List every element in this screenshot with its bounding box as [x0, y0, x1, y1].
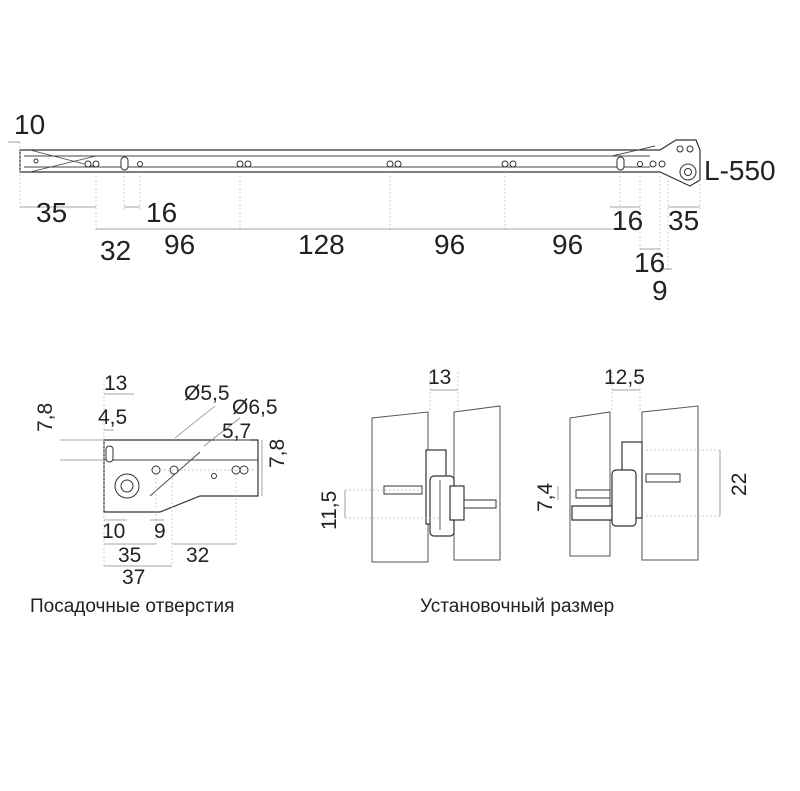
dim-35-right: 35	[668, 205, 699, 236]
dim-7-8-right: 7,8	[266, 439, 289, 468]
dim-4-5: 4,5	[98, 406, 127, 429]
dim-10: 10	[102, 520, 125, 543]
install-detail-right	[557, 372, 721, 561]
caption-installation-size: Установочный размер	[420, 596, 614, 617]
caption-mounting-holes: Посадочные отверстия	[30, 596, 234, 617]
dim-5-7: 5,7	[222, 420, 251, 443]
dim-96-b: 96	[434, 229, 465, 260]
dim-d5-5: Ø5,5	[184, 382, 230, 405]
install-left-top: 13	[428, 366, 451, 389]
holes-detail	[60, 380, 263, 567]
dim-7-8-left: 7,8	[34, 403, 57, 432]
dim-16-right: 16	[612, 205, 643, 236]
dim-96-a: 96	[164, 229, 195, 260]
dim-128: 128	[298, 229, 345, 260]
dim-9-small: 9	[154, 520, 166, 543]
dim-d6-5: Ø6,5	[232, 396, 278, 419]
install-left-side: 11,5	[318, 491, 341, 530]
slide-rail	[8, 139, 701, 272]
dim-96-c: 96	[552, 229, 583, 260]
dim-13: 13	[104, 372, 127, 395]
install-right-side-left: 7,4	[534, 482, 557, 512]
dim-16-left: 16	[146, 197, 177, 228]
install-detail-left	[344, 372, 501, 563]
dim-32: 32	[100, 235, 131, 266]
install-right-top: 12,5	[604, 366, 645, 389]
dim-32-small: 32	[186, 544, 209, 567]
install-right-side-right: 22	[728, 473, 751, 496]
dim-35-small: 35	[118, 544, 141, 567]
dim-37: 37	[122, 566, 145, 589]
dim-16-low: 16	[634, 247, 665, 278]
dim-front-offset: 10	[14, 109, 45, 140]
dim-9: 9	[652, 275, 668, 306]
length-label: L-550	[704, 155, 776, 186]
rail-holes	[33, 156, 666, 171]
dim-35-left: 35	[36, 197, 67, 228]
